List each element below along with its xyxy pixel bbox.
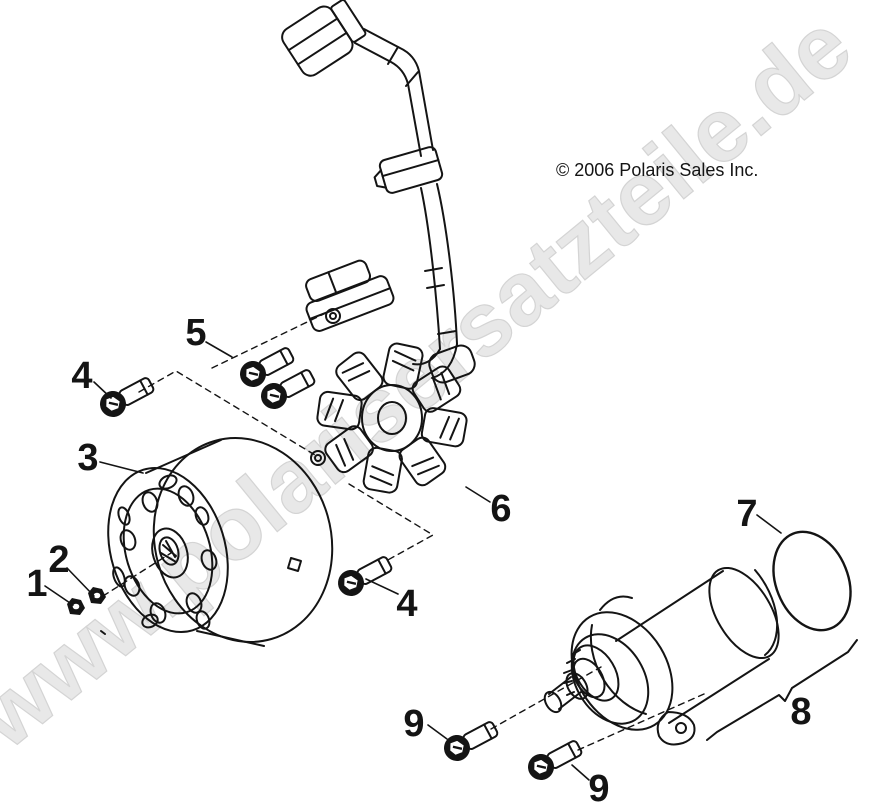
callout-1: 1 — [26, 563, 47, 605]
wire-harness-connector — [281, 0, 458, 350]
assembly-bracket — [706, 639, 858, 741]
flywheel-rotor — [100, 437, 334, 647]
bolt-9b — [522, 734, 587, 786]
stator-assembly — [305, 259, 476, 495]
starter-motor — [543, 566, 780, 746]
bolt-5a — [234, 341, 299, 393]
bolt-9a — [438, 715, 503, 767]
bolt-4b — [332, 550, 397, 602]
callout-5: 5 — [185, 312, 206, 354]
callout-8: 8 — [790, 691, 811, 733]
callout-4b: 4 — [396, 583, 417, 625]
stator-wire-retainer — [305, 259, 395, 332]
callout-9b: 9 — [588, 768, 609, 810]
assembly-dashed-lines — [102, 309, 705, 751]
o-ring — [772, 530, 852, 632]
cable-clamp — [373, 146, 444, 194]
copyright-text: © 2006 Polaris Sales Inc. — [556, 160, 758, 180]
bolt-4a — [94, 371, 159, 423]
leader-lines — [44, 341, 782, 781]
callout-9a: 9 — [403, 703, 424, 745]
callout-4a: 4 — [71, 355, 92, 397]
callout-6: 6 — [490, 488, 511, 530]
callout-2: 2 — [48, 539, 69, 581]
callout-7: 7 — [736, 493, 757, 535]
callout-3: 3 — [77, 437, 98, 479]
